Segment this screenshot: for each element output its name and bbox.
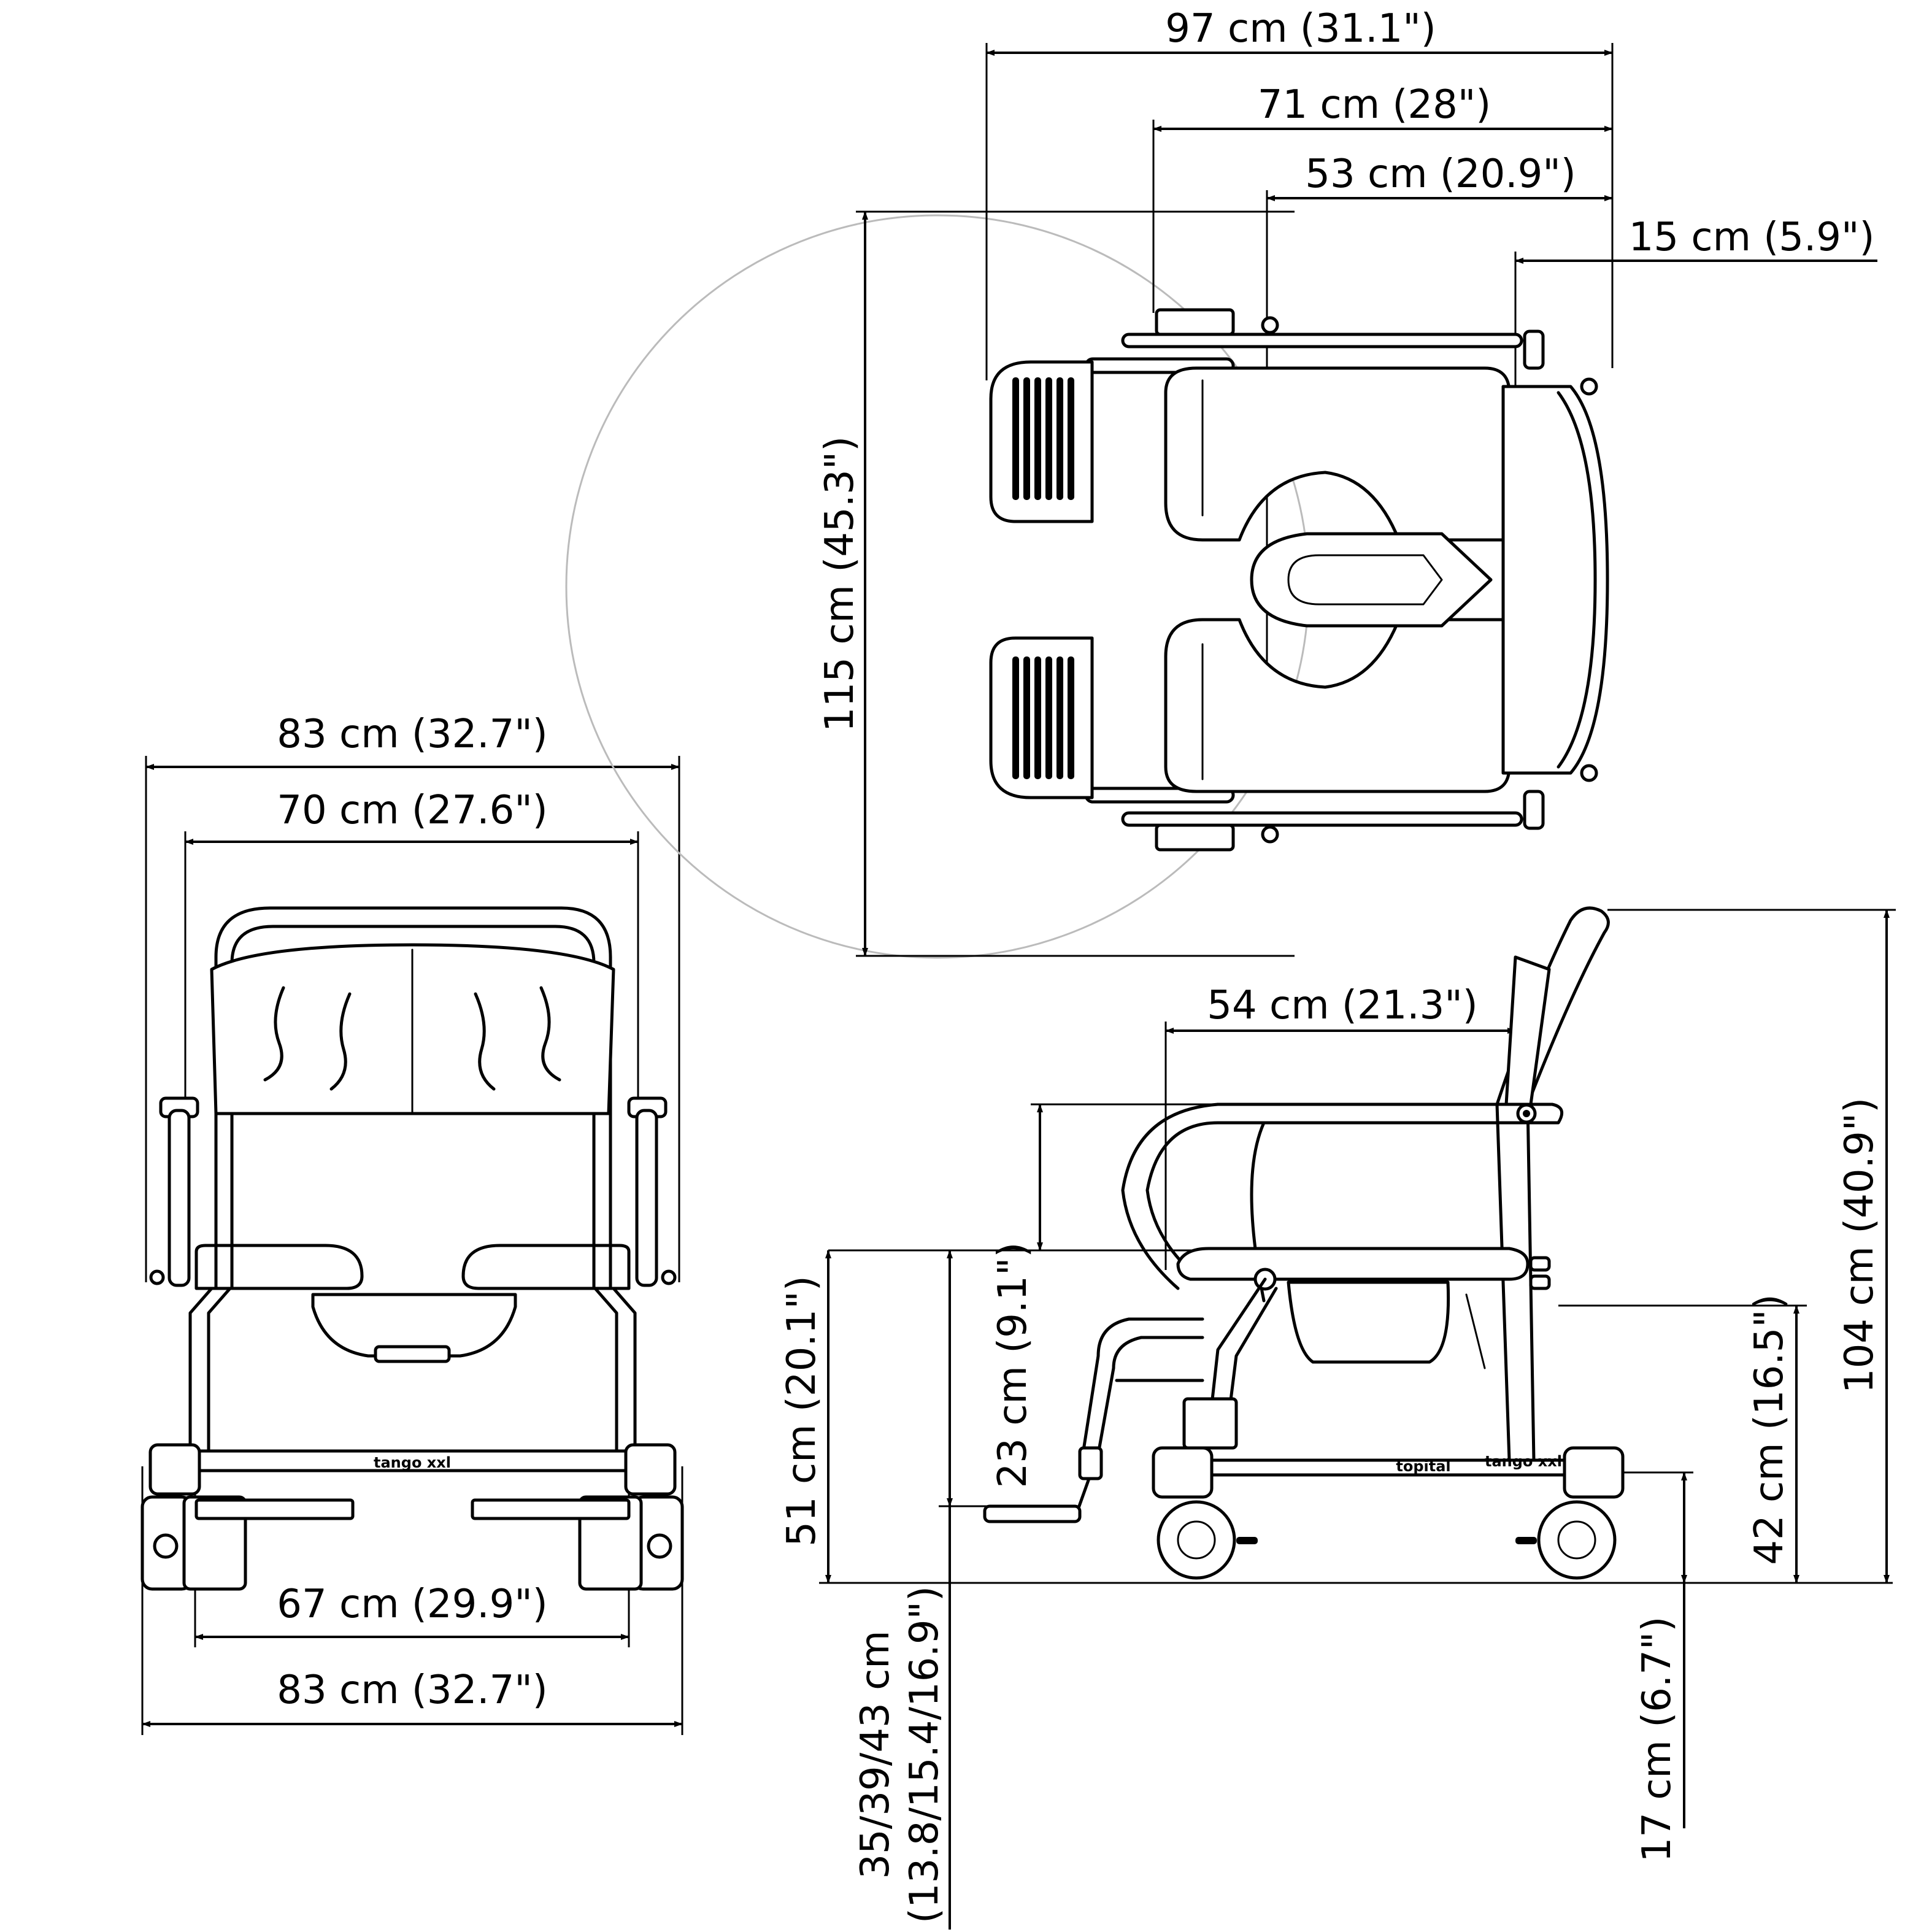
- top-view: 97 cm (31.1") 71 cm (28") 53 cm (20.9") …: [565, 6, 1877, 959]
- front-view: 83 cm (32.7") 70 cm (27.6") 67 cm (29.9"…: [140, 712, 684, 1735]
- side-view: 54 cm (21.3") 23 cm (9.1") 51 cm (20.1")…: [779, 906, 1896, 1930]
- side-footrest-height-label-2: (13.8/15.4/16.9"): [902, 1586, 947, 1923]
- seat-right: [461, 1244, 631, 1290]
- top-footrest-lower: [989, 636, 1094, 799]
- front-bottom-width-label: 83 cm (32.7"): [277, 1668, 548, 1713]
- side-armrest-height-label: 23 cm (9.1"): [990, 1242, 1036, 1488]
- side-brand-label: topital: [1396, 1458, 1450, 1475]
- top-chair-drawing: [989, 308, 1609, 852]
- top-length-label: 97 cm (31.1"): [1165, 6, 1436, 52]
- side-commode-bucket: [1287, 1280, 1450, 1364]
- top-back-depth-label: 15 cm (5.9"): [1629, 215, 1875, 260]
- side-seat: [1176, 1247, 1530, 1281]
- top-seat-depth-label: 53 cm (20.9"): [1305, 152, 1576, 197]
- front-model-label: tango xxl: [374, 1454, 451, 1471]
- top-footrest-upper: [989, 360, 1094, 523]
- front-overall-width-label: 83 cm (32.7"): [277, 712, 548, 757]
- front-caster: [1157, 1500, 1236, 1580]
- side-ground-clearance-label: 17 cm (6.7"): [1634, 1617, 1680, 1863]
- top-commode-opening: [1250, 532, 1493, 628]
- side-chair-drawing: topital tango xxl: [983, 906, 1625, 1580]
- side-seat-length-label: 54 cm (21.3"): [1207, 983, 1478, 1028]
- top-seat-lower: [1164, 618, 1511, 793]
- footplate-right: [471, 1498, 631, 1520]
- side-backrest: [1504, 955, 1551, 1106]
- rear-caster: [1537, 1500, 1617, 1580]
- front-wheelbase-width-label: 67 cm (29.9"): [277, 1582, 548, 1627]
- side-seat-height-label: 51 cm (20.1"): [779, 1276, 825, 1547]
- side-brand-suffix: tango xxl: [1485, 1453, 1562, 1470]
- front-inner-width-label: 70 cm (27.6"): [277, 788, 548, 833]
- commode-pan: [311, 1293, 517, 1358]
- top-length-no-footrest-label: 71 cm (28"): [1258, 82, 1491, 128]
- side-footplate: [983, 1504, 1082, 1523]
- top-turning-circle-label: 115 cm (45.3"): [817, 436, 863, 732]
- side-total-height-label: 104 cm (40.9"): [1837, 1098, 1882, 1393]
- top-seat-upper: [1164, 366, 1511, 542]
- front-chair-drawing: tango xxl: [140, 906, 684, 1591]
- side-frame-height-label: 42 cm (16.5"): [1747, 1294, 1792, 1565]
- top-backrest: [1501, 385, 1609, 775]
- side-footrest-height-label-1: 35/39/43 cm: [853, 1630, 898, 1879]
- footplate-left: [194, 1498, 355, 1520]
- seat-left: [194, 1244, 364, 1290]
